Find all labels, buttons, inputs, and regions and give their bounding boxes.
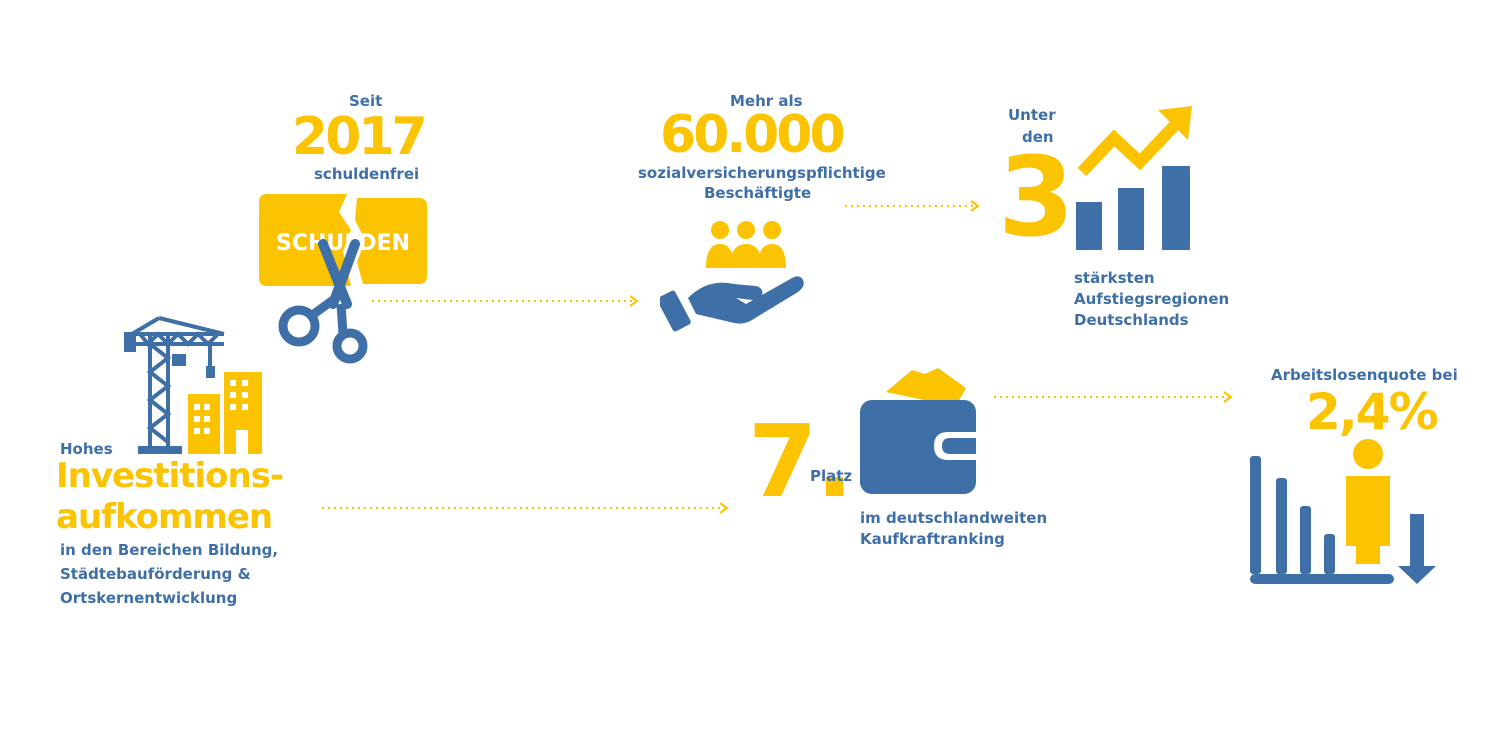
declining-unemployment-chart-icon: [1250, 439, 1436, 584]
regions-line1: stärksten: [1074, 269, 1155, 287]
investment-word2: aufkommen: [56, 497, 273, 537]
regions-prefix-1: Unter: [1008, 106, 1056, 124]
debt-prefix: Seit: [349, 92, 383, 110]
investment-prefix: Hohes: [60, 440, 113, 458]
unemployment-prefix: Arbeitslosenquote bei: [1271, 366, 1458, 384]
debt-icon-text: SCHULDEN: [276, 231, 410, 256]
regions-line3: Deutschlands: [1074, 311, 1189, 329]
debt-year: 2017: [292, 107, 428, 167]
investment-line3: Ortskernentwicklung: [60, 589, 238, 607]
unemployment-value: 2,4%: [1306, 383, 1439, 441]
dotted-arrow-3: [322, 502, 729, 514]
regions-line2: Aufstiegsregionen: [1074, 290, 1230, 308]
dotted-arrow-2: [845, 200, 980, 212]
purchasing-line2: Kaufkraftranking: [860, 530, 1005, 548]
investment-word1: Investitions-: [56, 456, 284, 496]
employees-number: 60.000: [660, 105, 846, 165]
employees-line2: Beschäftigte: [704, 184, 812, 202]
dotted-arrow-1: [372, 295, 639, 307]
dotted-arrow-4: [994, 391, 1233, 403]
growth-bar-chart-icon: [1076, 106, 1192, 250]
employees-line1: sozialversicherungspflichtige: [638, 164, 886, 182]
scissors-cutting-debt-icon: SCHULDEN: [259, 194, 427, 364]
investment-line2: Städtebauförderung &: [60, 565, 251, 583]
investment-line1: in den Bereichen Bildung,: [60, 541, 279, 559]
purchasing-label: Platz: [810, 467, 853, 485]
debt-suffix: schuldenfrei: [314, 165, 420, 183]
wallet-icon: [860, 368, 976, 494]
purchasing-line1: im deutschlandweiten: [860, 509, 1048, 527]
purchasing-rank: 7.: [748, 403, 854, 520]
regions-number: 3: [998, 133, 1075, 261]
crane-buildings-icon: [124, 316, 262, 454]
employees-prefix: Mehr als: [730, 92, 803, 110]
hand-holding-people-icon: [660, 221, 804, 332]
regions-prefix-2: den: [1022, 128, 1054, 146]
